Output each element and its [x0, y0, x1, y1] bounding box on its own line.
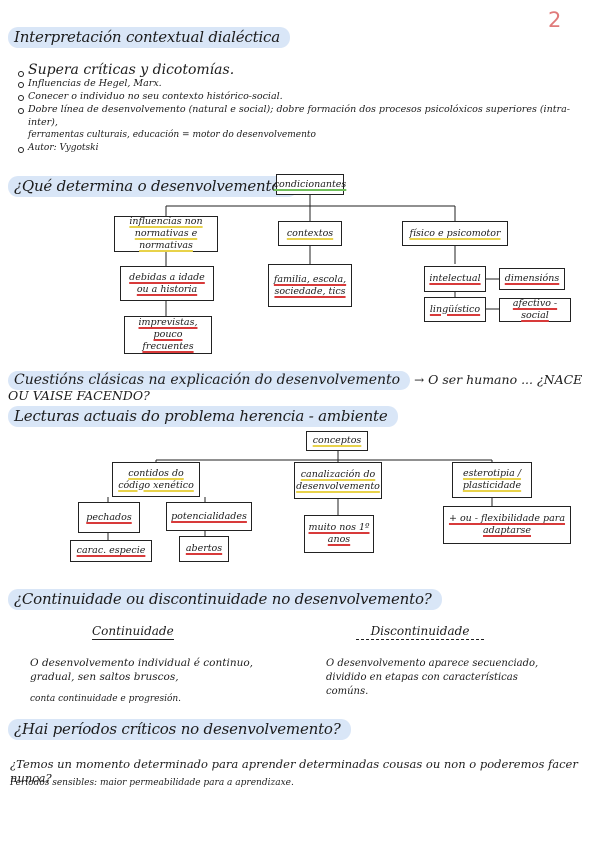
node-afectivo: afectivo - social [499, 298, 571, 322]
section-title-periodos: ¿Hai períodos críticos no desenvolvement… [8, 719, 351, 740]
bullet-item: Influencias de Hegel, Marx. [18, 77, 593, 90]
node-abertos: abertos [179, 536, 229, 562]
page-number: 2 [548, 8, 562, 32]
node-condicionantes: condicionantes [274, 174, 346, 195]
node-influencias: influencias non normativas e normativas [114, 216, 218, 252]
section-title-continuidade: ¿Continuidade ou discontinuidade no dese… [8, 589, 442, 610]
bullet-item: Autor: Vygotski [18, 142, 593, 155]
text-discontinuidade: O desenvolvemento aparece secuenciado, d… [326, 658, 539, 697]
node-potencialidades: potencialidades [166, 502, 252, 531]
text-question-periodos: ¿Temos un momento determinado para apren… [10, 757, 578, 785]
node-esterotipia: esterotipia / plasticidade [452, 462, 532, 498]
node-debidas: debidas a idade ou a historia [120, 266, 214, 301]
node-contextos: contextos [278, 221, 342, 246]
arrow-icon: → [414, 373, 425, 387]
bullet-list: Supera críticas y dicotomías. Influencia… [18, 63, 593, 155]
heading-continuidade: Continuidade [92, 624, 174, 640]
text-continuidade: O desenvolvemento individual é continuo,… [30, 657, 254, 683]
node-familia: familia, escola, sociedade, tics [268, 264, 352, 307]
section-title-que-determina: ¿Qué determina o desenvolvemento? [8, 176, 299, 197]
node-intelectual: intelectual [424, 266, 486, 292]
node-linguistico: lingüístico [424, 297, 486, 322]
section-title-lecturas: Lecturas actuais do problema herencia - … [8, 406, 398, 427]
bullet-item: Conecer o individuo no seu contexto hist… [18, 90, 593, 103]
node-dimensions: dimensións [499, 268, 565, 290]
bullet-item: Supera críticas y dicotomías. [18, 63, 593, 77]
heading-discontinuidade: Discontinuidade [356, 624, 484, 640]
text-periodos-sensibles: Períodos sensibles: maior permeabilidade… [10, 778, 294, 788]
node-conceptos: conceptos [306, 431, 368, 451]
node-pechados: pechados [78, 502, 140, 533]
node-fisico: físico e psicomotor [402, 221, 508, 246]
node-muito: muito nos 1º anos [304, 515, 374, 553]
bullet-item: Dobre línea de desenvolvemento (natural … [18, 103, 593, 129]
node-carac: carac. especie [70, 540, 152, 562]
section-title-cuestions: Cuestións clásicas na explicación do des… [8, 371, 583, 403]
node-contidos: contidos do código xenético [112, 462, 200, 497]
bullet-continuation: ferramentas culturais, educación = motor… [28, 130, 316, 140]
section-title-interpretacion: Interpretación contextual dialéctica [8, 27, 290, 48]
node-flexibilidade: + ou - flexibilidade para adaptarse [443, 506, 571, 544]
node-canalizacion: canalización do desenvolvemento [294, 462, 382, 499]
text-continuidade-2: conta continuidade e progresión. [30, 694, 182, 704]
node-imprevistos: imprevistas, pouco frecuentes [124, 316, 212, 354]
